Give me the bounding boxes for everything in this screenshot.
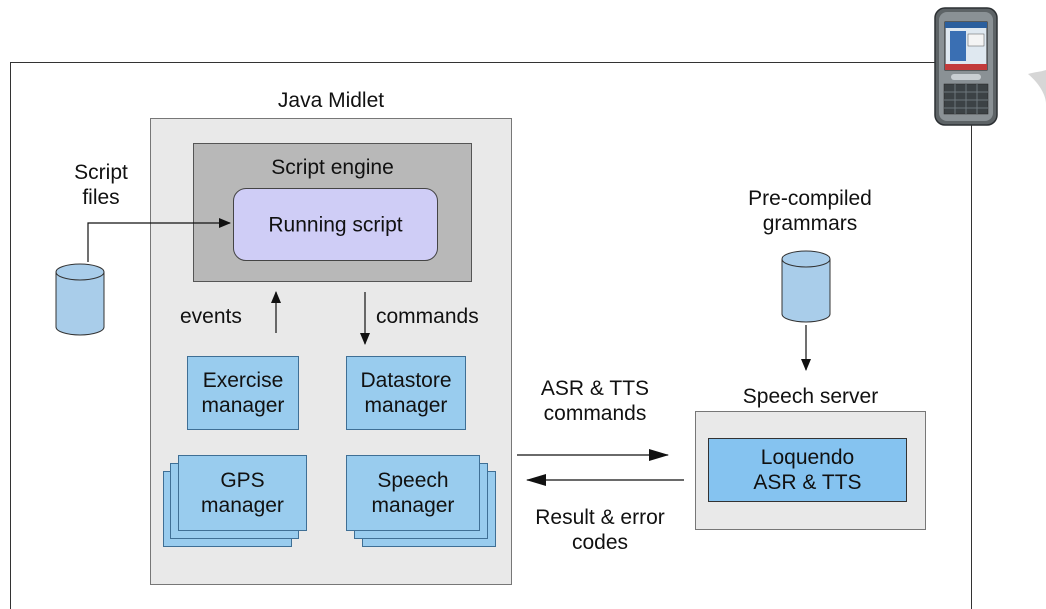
running-script-box: Running script xyxy=(233,188,438,261)
grammars-label: Pre-compiled grammars xyxy=(748,187,872,235)
loquendo-label: Loquendo ASR & TTS xyxy=(753,446,862,494)
speech-manager-label: Speech manager xyxy=(371,469,455,517)
datastore-manager-label: Datastore manager xyxy=(360,369,452,417)
script-files-label: Script files xyxy=(74,161,128,209)
decorative-curl xyxy=(1028,70,1046,104)
loquendo-box: Loquendo ASR & TTS xyxy=(708,438,907,502)
commands-label: commands xyxy=(376,305,479,328)
grammars-database-icon xyxy=(781,250,831,323)
outer-frame xyxy=(10,62,972,609)
script-files-database-icon xyxy=(55,263,105,336)
script-files-arrow xyxy=(87,218,231,262)
exercise-manager-label: Exercise manager xyxy=(201,369,285,417)
datastore-manager-box: Datastore manager xyxy=(346,356,466,430)
mobile-phone-icon xyxy=(934,7,998,126)
gps-manager-box: GPS manager xyxy=(178,455,307,531)
java-midlet-title: Java Midlet xyxy=(277,89,385,112)
events-label: events xyxy=(180,305,242,328)
gps-manager-label: GPS manager xyxy=(201,469,284,517)
speech-manager-box: Speech manager xyxy=(346,455,480,531)
result-codes-label: Result & error codes xyxy=(535,506,665,554)
speech-server-title: Speech server xyxy=(742,385,879,408)
script-engine-title: Script engine xyxy=(271,156,394,179)
exercise-manager-box: Exercise manager xyxy=(187,356,299,430)
running-script-label: Running script xyxy=(268,213,403,236)
asr-tts-commands-label: ASR & TTS commands xyxy=(540,377,650,425)
